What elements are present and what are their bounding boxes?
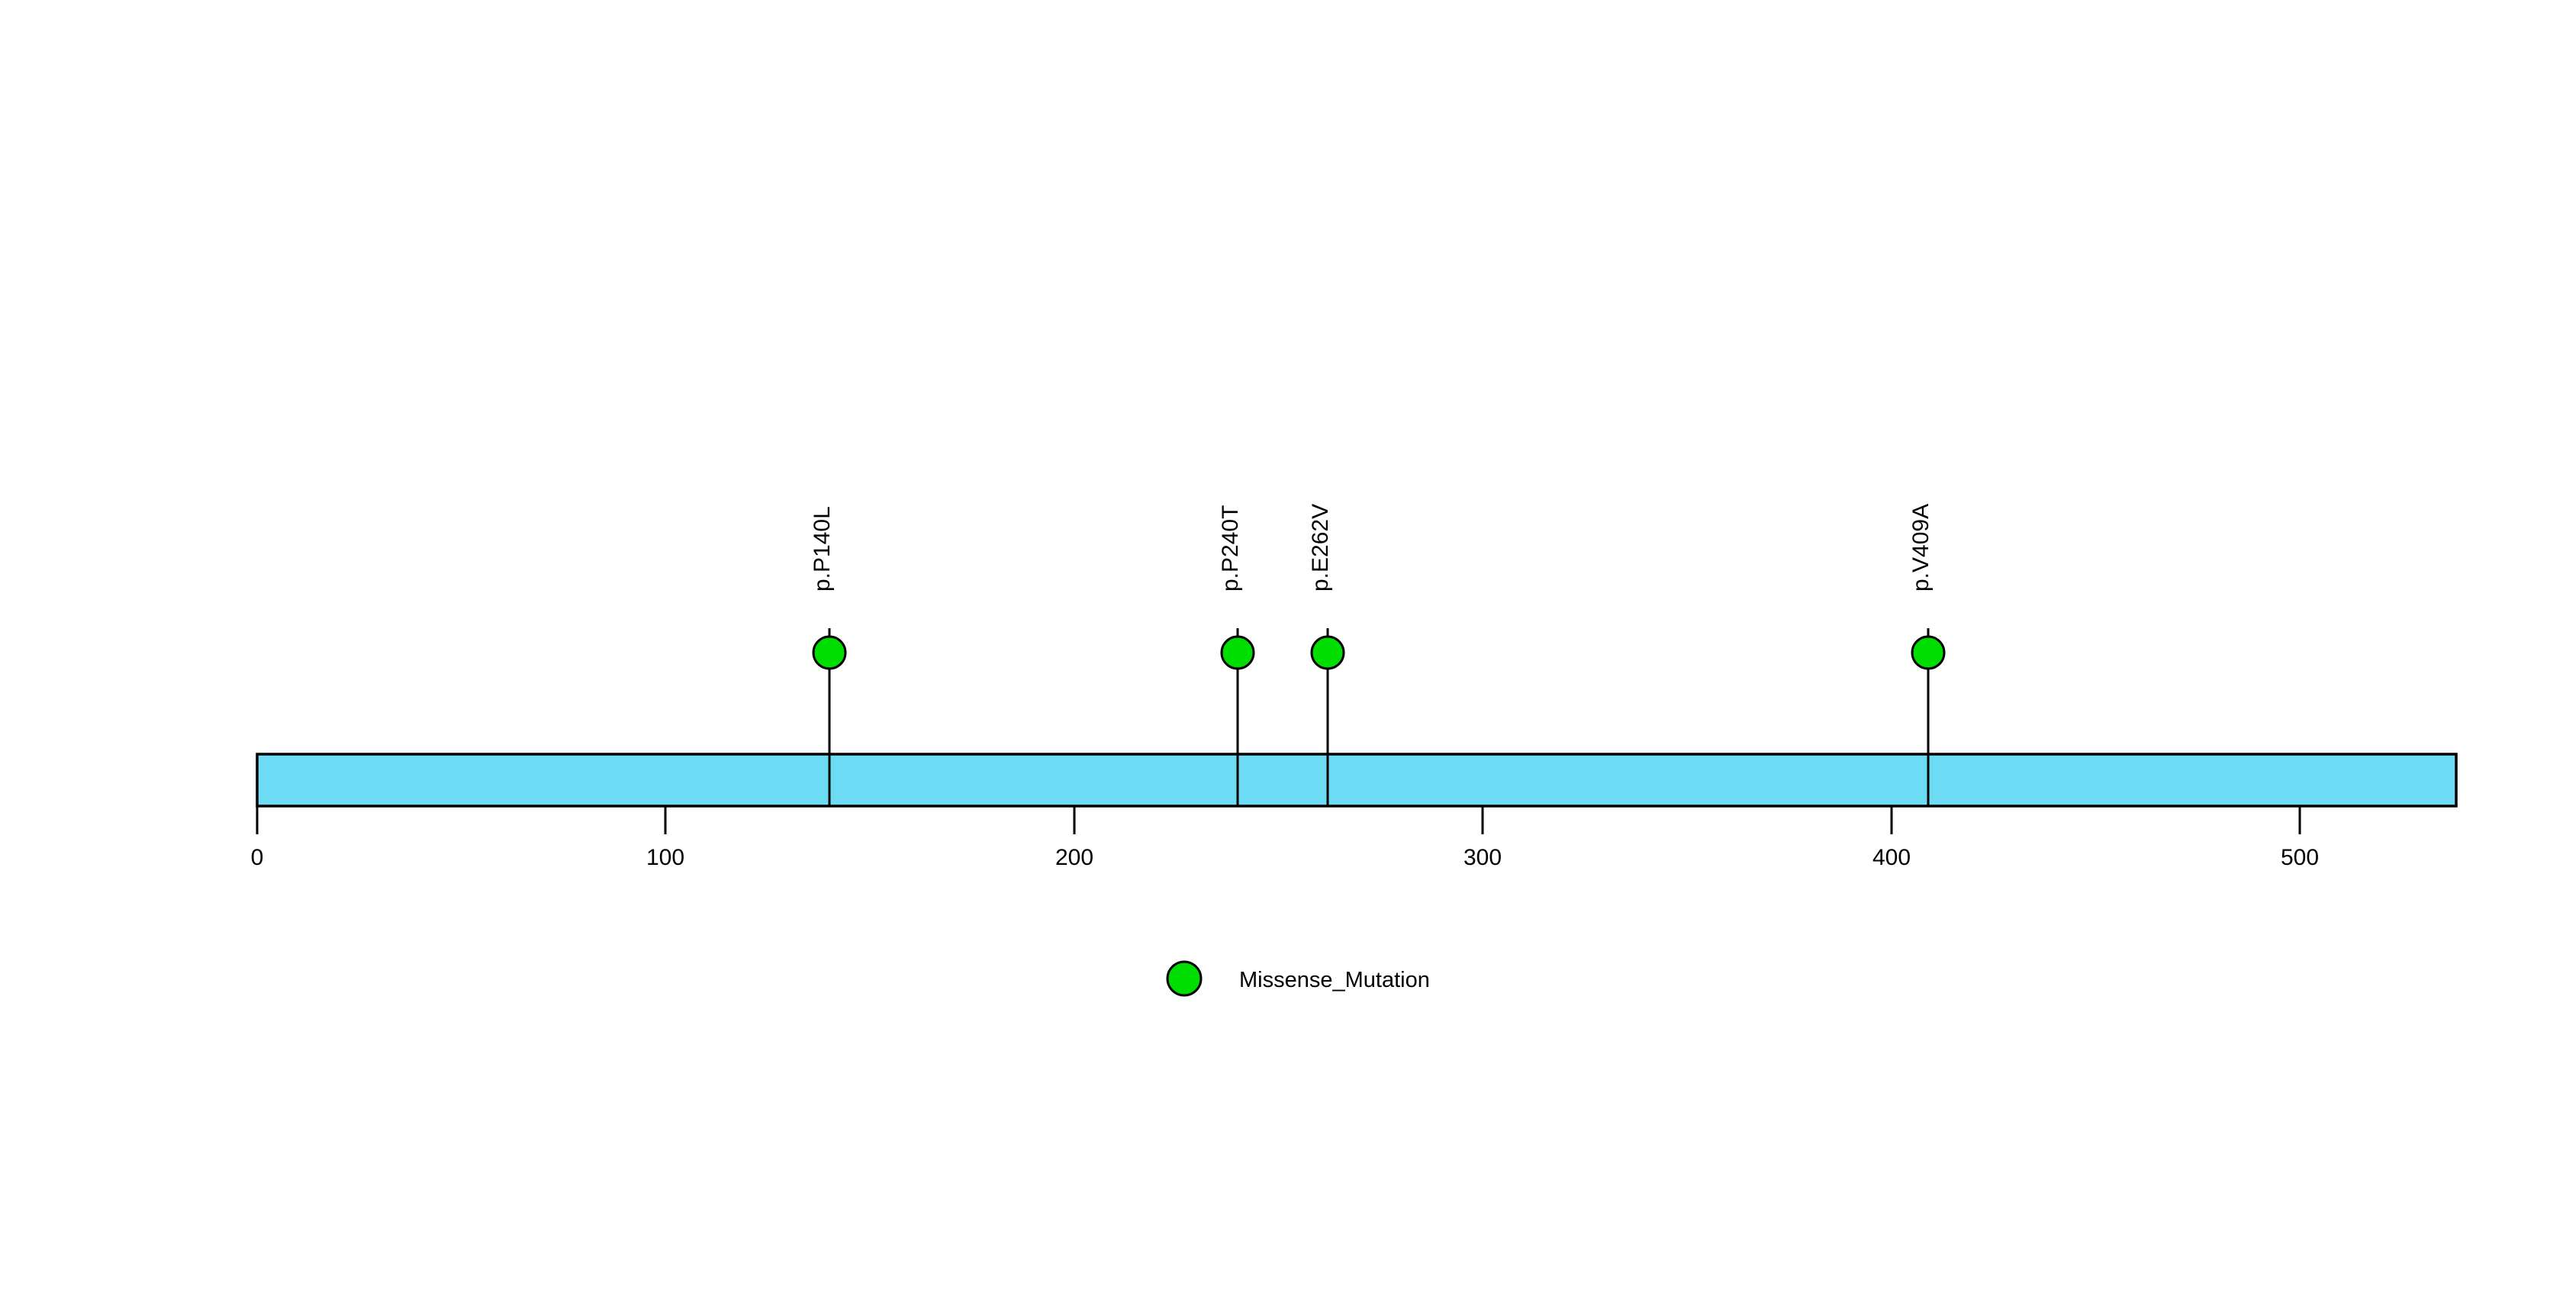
mutation-marker[interactable] xyxy=(1220,635,1255,670)
lollipop-p-e262v[interactable]: p.E262V xyxy=(1308,504,1345,806)
protein-backbone-bar[interactable] xyxy=(256,753,2458,808)
legend: Missense_Mutation xyxy=(1166,960,1430,997)
axis-tick-labels: 0 100 200 300 400 500 xyxy=(251,845,2319,870)
lollipop-label: p.E262V xyxy=(1308,504,1333,592)
axis-tick-label-500: 500 xyxy=(2281,845,2319,870)
axis-tick-label-100: 100 xyxy=(646,845,684,870)
axis-tick-label-0: 0 xyxy=(251,845,264,870)
lollipop-label: p.P140L xyxy=(810,506,835,592)
lollipop-p-p140l[interactable]: p.P140L xyxy=(810,506,847,806)
axis-tick-label-200: 200 xyxy=(1055,845,1093,870)
axis-ticks xyxy=(256,806,2301,834)
mutation-marker[interactable] xyxy=(1310,635,1345,670)
lollipop-p-v409a[interactable]: p.V409A xyxy=(1908,504,1946,806)
lollipop-p-p240t[interactable]: p.P240T xyxy=(1218,505,1255,806)
mutation-marker[interactable] xyxy=(1911,635,1946,670)
lollipop-label: p.P240T xyxy=(1218,505,1243,592)
legend-marker-missense-mutation[interactable] xyxy=(1166,960,1203,997)
lollipop-label: p.V409A xyxy=(1908,504,1934,592)
axis-tick-label-400: 400 xyxy=(1872,845,1911,870)
legend-label-missense-mutation: Missense_Mutation xyxy=(1239,968,1430,992)
mutation-marker[interactable] xyxy=(812,635,847,670)
axis-tick-label-300: 300 xyxy=(1463,845,1502,870)
